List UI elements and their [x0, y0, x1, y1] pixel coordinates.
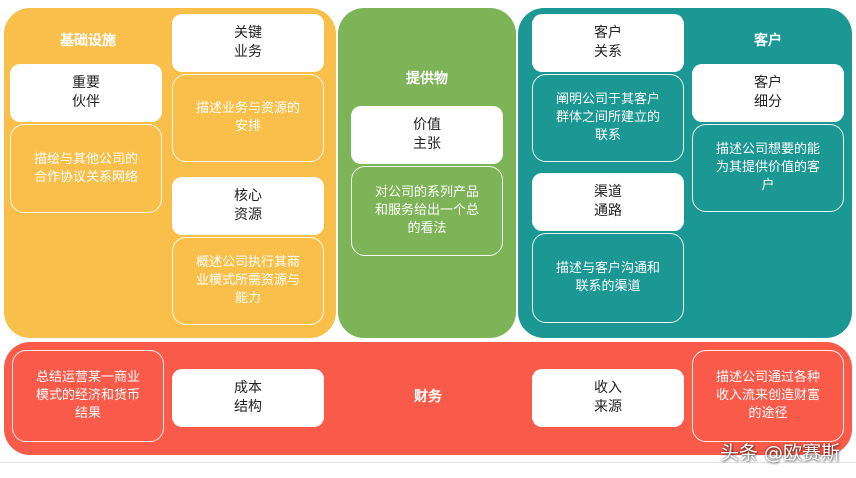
revenue-streams-desc: 描述公司通过各种 收入流来创造财富 的途径 — [692, 350, 844, 442]
key-partners-desc: 描绘与其他公司的 合作协议关系网络 — [10, 124, 162, 213]
cost-structure-box: 成本 结构 — [172, 369, 324, 427]
infrastructure-title: 基础设施 — [60, 33, 116, 49]
watermark: 头条 @欧赛斯 — [719, 442, 840, 464]
key-resources-box: 核心 资源 — [172, 177, 324, 235]
key-resources-desc: 概述公司执行其商 业模式所需资源与 能力 — [172, 237, 324, 325]
channels-box: 渠道 通路 — [532, 173, 684, 231]
revenue-streams-box: 收入 来源 — [532, 369, 684, 427]
customer-relationships-box: 客户 关系 — [532, 14, 684, 72]
customer-relationships-desc: 阐明公司于其客户 群体之间所建立的 联系 — [532, 74, 684, 162]
cost-structure-desc: 总结运营某一商业 模式的经济和货币 结果 — [12, 350, 164, 442]
offering-panel — [338, 8, 516, 338]
key-partners-box: 重要 伙伴 — [10, 64, 162, 122]
customer-title: 客户 — [754, 33, 782, 49]
key-activities-box: 关键 业务 — [172, 14, 324, 72]
value-proposition-desc: 对公司的系列产品 和服务给出一个总 的看法 — [351, 166, 503, 256]
key-activities-desc: 描述业务与资源的 安排 — [172, 74, 324, 162]
channels-desc: 描述与客户沟通和 联系的渠道 — [532, 233, 684, 323]
value-proposition-box: 价值 主张 — [351, 106, 503, 164]
offering-title: 提供物 — [406, 71, 448, 87]
finance-panel — [4, 342, 852, 455]
customer-segments-box: 客户 细分 — [692, 64, 844, 122]
footer-divider — [0, 462, 856, 463]
customer-segments-desc: 描述公司想要的能 为其提供价值的客 户 — [692, 124, 844, 212]
finance-title: 财务 — [414, 389, 442, 405]
